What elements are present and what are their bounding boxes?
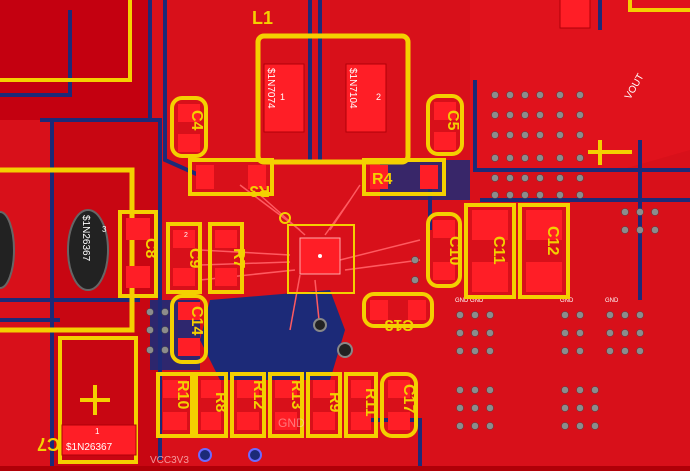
net-label-1n26367-left: $1N26367 <box>80 215 91 262</box>
capacitor-c13[interactable]: C13 <box>362 292 434 333</box>
ref-c17: C17 <box>400 384 417 413</box>
net-label-1n7074: $1N7074 <box>265 68 276 109</box>
c7-pad-3: 3 <box>102 225 107 234</box>
resistor-r9[interactable]: R9 <box>306 372 343 438</box>
bottom-net-vcc3v3: VCC3V3 <box>150 455 189 466</box>
ref-c14: C14 <box>188 306 205 335</box>
ref-l1: L1 <box>252 8 273 28</box>
ic-u1[interactable] <box>287 224 355 294</box>
silk-outline-top-left <box>0 0 132 82</box>
l1-pad-number-1: 1 <box>280 92 285 102</box>
ref-c4: C4 <box>188 110 205 131</box>
resistor-r3[interactable]: R3 <box>188 158 274 199</box>
capacitor-c9[interactable]: 2 C9 <box>166 222 203 294</box>
c7-pad-number: 1 <box>95 427 100 436</box>
l1-pad-2[interactable] <box>345 63 387 133</box>
ref-c5: C5 <box>444 110 461 131</box>
ref-r11: R11 <box>362 388 379 417</box>
ref-c11: C11 <box>490 236 507 265</box>
ref-r9: R9 <box>326 392 343 413</box>
svg-text:GND: GND <box>605 298 619 304</box>
svg-text:GND: GND <box>560 298 574 304</box>
svg-text:GND: GND <box>470 298 484 304</box>
resistor-r10[interactable]: R10 <box>156 372 194 438</box>
copper-region-left <box>50 120 160 466</box>
capacitor-c7-footprint[interactable]: 1 $1N26367 C7 $1N26367 3 <box>0 167 138 464</box>
net-label-1n26367-bottom: $1N26367 <box>66 442 113 453</box>
capacitor-c11[interactable]: C11 <box>464 203 516 299</box>
resistor-r12[interactable]: R12 <box>230 372 267 438</box>
ref-c7: C7 <box>37 434 60 454</box>
ref-c12: C12 <box>544 226 561 255</box>
resistor-r4[interactable]: R4 <box>362 158 446 196</box>
net-label-gnd: GND <box>278 416 305 430</box>
capacitor-c14[interactable]: C14 <box>170 294 208 364</box>
capacitor-c8[interactable]: C8 <box>118 210 159 298</box>
inductor-l1[interactable]: L1 1 2 $1N7074 $1N7104 <box>252 8 411 165</box>
ref-r7: R7 <box>230 248 247 269</box>
c9-pad-number: 2 <box>184 232 188 239</box>
svg-text:GND: GND <box>455 298 469 304</box>
copper-region-top-right <box>470 0 690 170</box>
ref-c8: C8 <box>142 238 159 259</box>
resistor-r8[interactable]: R8 <box>194 372 229 438</box>
capacitor-c17[interactable]: C17 <box>380 372 418 438</box>
ref-r10: R10 <box>174 380 191 409</box>
capacitor-c4[interactable]: C4 <box>170 96 208 158</box>
resistor-r7[interactable]: R7 <box>208 222 247 294</box>
copper-region-top-left <box>0 0 150 120</box>
ref-c13: C13 <box>385 316 414 333</box>
l1-pad-number-2: 2 <box>376 92 381 102</box>
l1-pad-1[interactable] <box>263 63 305 133</box>
net-label-1n7104: $1N7104 <box>347 68 358 109</box>
ref-c9: C9 <box>186 248 203 269</box>
ref-r3: R3 <box>249 182 270 199</box>
bottom-copper-center <box>200 290 345 380</box>
resistor-r11[interactable]: R11 <box>344 372 379 438</box>
capacitor-c12[interactable]: C12 <box>518 203 570 299</box>
ref-r13: R13 <box>288 380 305 409</box>
resistor-r13[interactable]: R13 <box>268 372 305 438</box>
capacitor-c5[interactable]: C5 <box>426 94 464 156</box>
ref-c10: C10 <box>446 236 463 265</box>
ref-r4: R4 <box>372 171 393 188</box>
large-vias <box>198 212 353 462</box>
capacitor-c10[interactable]: C10 <box>426 212 463 288</box>
ref-r8: R8 <box>212 392 229 413</box>
ref-r12: R12 <box>250 380 267 409</box>
